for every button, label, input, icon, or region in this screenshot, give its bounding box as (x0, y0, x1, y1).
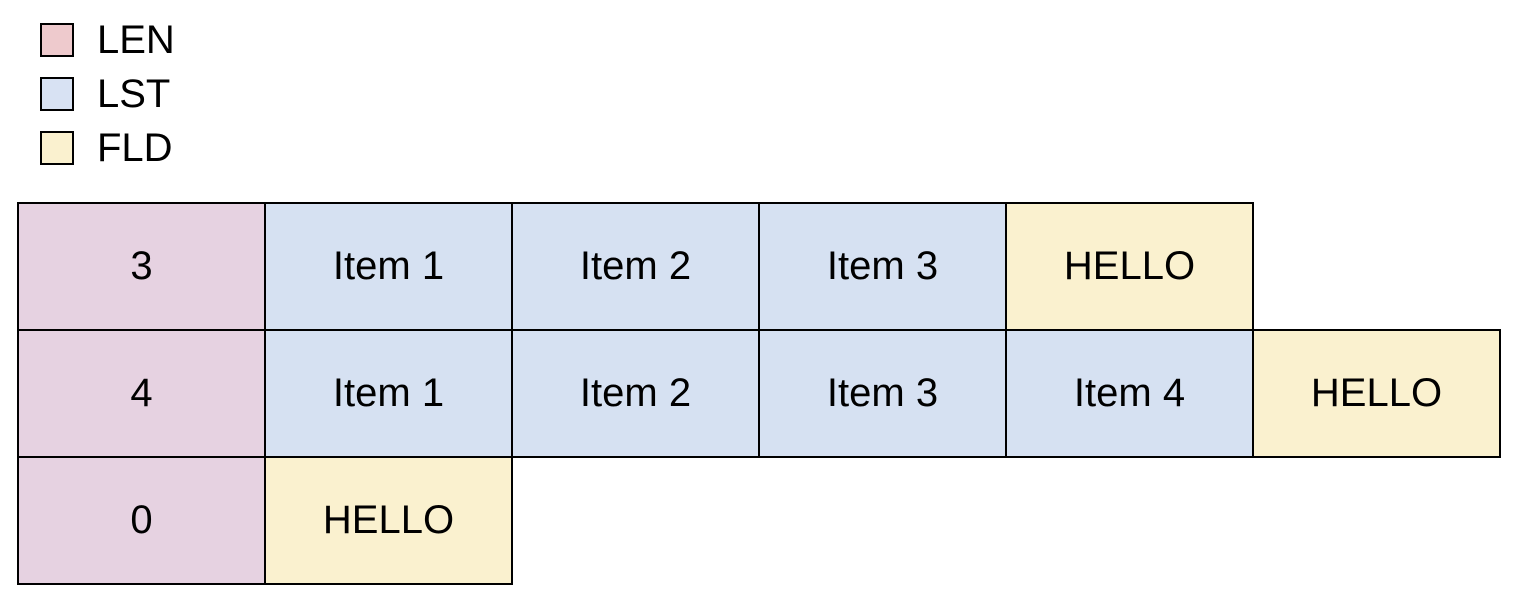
len-cell: 3 (17, 202, 266, 331)
len-cell: 4 (17, 329, 266, 458)
lst-cell: Item 2 (511, 202, 760, 331)
len-cell: 0 (17, 456, 266, 585)
fld-swatch-icon (40, 131, 74, 165)
lst-cell: Item 3 (758, 329, 1007, 458)
legend-item-lst: LST (40, 72, 175, 116)
lst-cell: Item 1 (264, 202, 513, 331)
legend-label-len: LEN (97, 18, 175, 62)
legend-item-fld: FLD (40, 126, 175, 170)
len-swatch-icon (40, 23, 74, 57)
legend-item-len: LEN (40, 18, 175, 62)
fld-cell: HELLO (1005, 202, 1254, 331)
lst-cell: Item 2 (511, 329, 760, 458)
fld-cell: HELLO (264, 456, 513, 585)
fld-cell: HELLO (1252, 329, 1501, 458)
lst-cell: Item 3 (758, 202, 1007, 331)
lst-cell: Item 1 (264, 329, 513, 458)
legend: LEN LST FLD (40, 18, 175, 170)
lst-swatch-icon (40, 77, 74, 111)
legend-label-lst: LST (97, 72, 171, 116)
legend-label-fld: FLD (97, 126, 173, 170)
lst-cell: Item 4 (1005, 329, 1254, 458)
